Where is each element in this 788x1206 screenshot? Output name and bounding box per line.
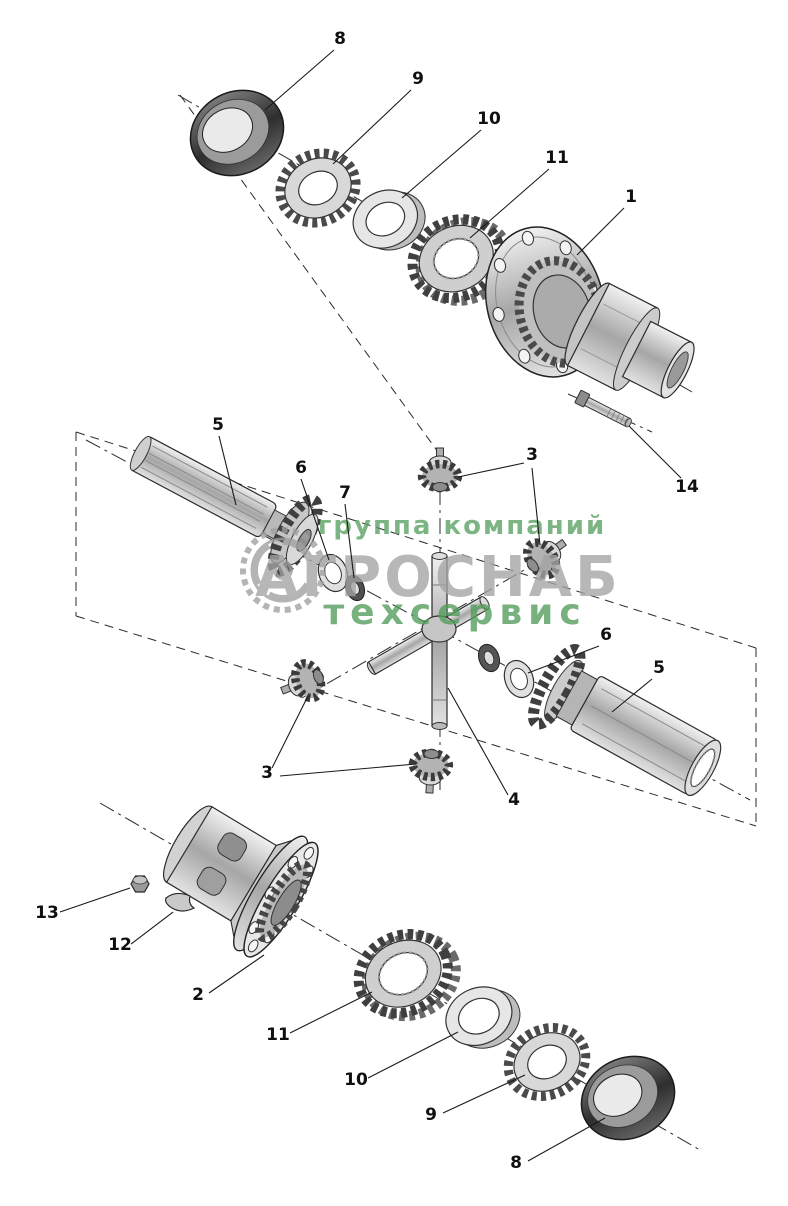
callout-4: 4 (508, 790, 520, 810)
callouts: 8 9 10 11 1 14 5 6 7 3 6 5 4 3 13 12 2 (35, 29, 699, 1173)
callout-5-right: 5 (653, 658, 665, 678)
watermark: группа компаний АГРОСНАБ техсервис (240, 511, 621, 633)
part-10-washer-top (352, 189, 426, 251)
watermark-line-2: АГРОСНАБ (255, 545, 621, 610)
leader-14 (628, 425, 682, 479)
watermark-line-1: группа компаний (318, 511, 606, 541)
part-5-axle-shaft-gear-right (527, 644, 722, 797)
part-2-differential-case-half (163, 805, 319, 958)
leader-10-top (401, 129, 482, 199)
leader-8-bottom (527, 1117, 606, 1162)
callout-8-top: 8 (334, 29, 346, 49)
callout-12: 12 (108, 935, 132, 955)
part-12-lock-plate (165, 892, 196, 912)
callout-9-bottom: 9 (425, 1105, 437, 1125)
part-1-differential-case (484, 226, 695, 399)
leader-2 (208, 954, 265, 994)
part-4-pinion-shaft (366, 552, 490, 730)
part-3-pinion-top (417, 447, 463, 493)
part-6-thrust-washer-right (503, 659, 535, 699)
callout-11-top: 11 (545, 148, 569, 168)
part-11-gear-ring-top (407, 214, 513, 306)
leader-9-bottom (442, 1074, 526, 1114)
leader-6-left (300, 478, 330, 561)
leader-5-left (218, 435, 237, 506)
callout-5-left: 5 (212, 415, 224, 435)
part-6-thrust-washer-left (317, 553, 349, 593)
callout-13: 13 (35, 903, 59, 923)
part-3-pinion-right (523, 538, 568, 580)
leader-3-bottom (271, 695, 417, 777)
leader-3-top (457, 462, 541, 546)
callout-14: 14 (675, 477, 699, 497)
leader-11-top (469, 168, 550, 239)
callout-10-top: 10 (477, 109, 501, 129)
callout-6-right: 6 (600, 625, 612, 645)
part-9-lock-washer-bottom (503, 1023, 591, 1101)
leader-4 (447, 687, 509, 796)
part-8-bearing-ring-top (189, 89, 285, 177)
callout-3-bottom: 3 (261, 763, 273, 783)
leader-10-bottom (367, 1031, 459, 1079)
part-11-gear-ring-bottom (353, 928, 461, 1022)
callout-8-bottom: 8 (510, 1153, 522, 1173)
leader-7 (344, 503, 355, 579)
leader-12 (130, 911, 174, 945)
callout-7: 7 (339, 483, 351, 503)
part-6-thrust-washer-right-small (477, 643, 501, 673)
leader-5-right (611, 678, 653, 713)
callout-3-top: 3 (526, 445, 538, 465)
part-9-lock-washer-top (275, 148, 361, 228)
callout-1: 1 (625, 187, 637, 207)
watermark-line-3: техсервис (323, 592, 586, 633)
leader-6-right (527, 645, 600, 674)
leader-11-bottom (289, 991, 373, 1034)
part-8-bearing-ring-bottom (580, 1055, 676, 1141)
leader-13 (59, 887, 131, 913)
callout-10-bottom: 10 (344, 1070, 368, 1090)
watermark-logo-icon (240, 527, 326, 613)
part-13-nut (130, 875, 150, 893)
leader-8-top (264, 49, 335, 111)
leader-1 (576, 207, 625, 256)
part-14-bolt (574, 389, 632, 428)
part-3-pinion-bottom (408, 748, 454, 794)
part-5-axle-shaft-gear-left (129, 435, 323, 577)
leader-9-top (332, 89, 412, 165)
callout-6-left: 6 (295, 458, 307, 478)
part-10-washer-bottom (445, 986, 521, 1049)
part-3-pinion-left (280, 659, 326, 703)
callout-2: 2 (192, 985, 204, 1005)
callout-11-bottom: 11 (266, 1025, 290, 1045)
callout-9-top: 9 (412, 69, 424, 89)
part-7-washer (344, 574, 366, 602)
